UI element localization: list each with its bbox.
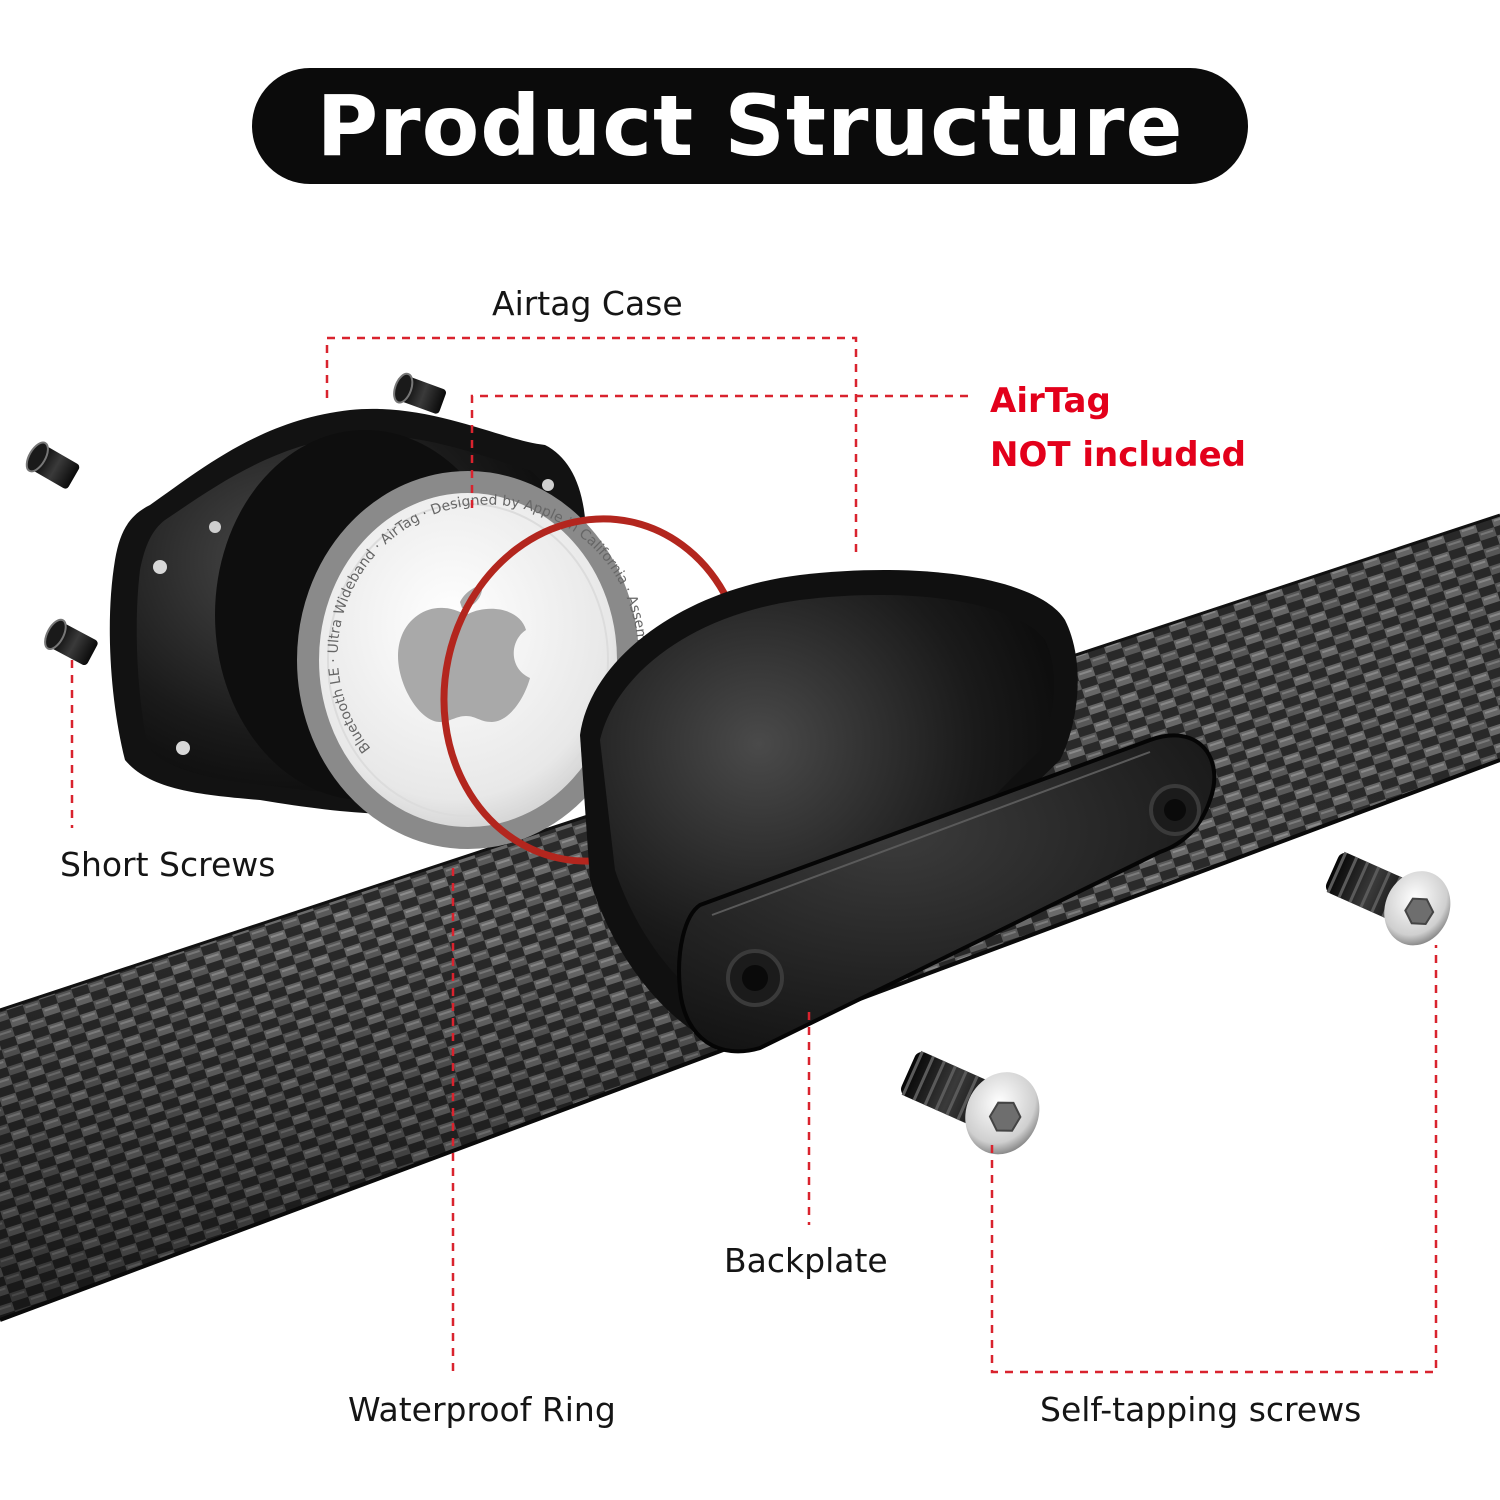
leader-self-tapping bbox=[990, 945, 1438, 1374]
hex-socket-icon bbox=[1404, 897, 1435, 926]
backplate-part bbox=[677, 733, 1217, 1054]
label-short-screws: Short Screws bbox=[60, 845, 276, 884]
short-screw bbox=[25, 441, 80, 489]
leader-lines bbox=[70, 336, 1438, 1375]
title-banner: Product Structure bbox=[252, 68, 1248, 184]
self-tapping-screw bbox=[901, 1050, 1040, 1155]
short-screw bbox=[44, 618, 98, 666]
short-screw bbox=[393, 372, 446, 414]
leader-airtag-note bbox=[470, 394, 968, 508]
page-title: Product Structure bbox=[316, 77, 1184, 175]
notice-not-included: NOT included bbox=[990, 435, 1246, 475]
self-tapping-screw bbox=[1325, 851, 1451, 946]
hex-socket-icon bbox=[988, 1101, 1022, 1132]
notice-airtag: AirTag bbox=[990, 381, 1111, 421]
label-backplate: Backplate bbox=[724, 1241, 888, 1280]
leader-airtag-case bbox=[325, 336, 858, 555]
label-waterproof-ring: Waterproof Ring bbox=[348, 1390, 616, 1429]
label-self-tapping-screws: Self-tapping screws bbox=[1040, 1390, 1362, 1429]
label-airtag-case: Airtag Case bbox=[492, 284, 683, 323]
